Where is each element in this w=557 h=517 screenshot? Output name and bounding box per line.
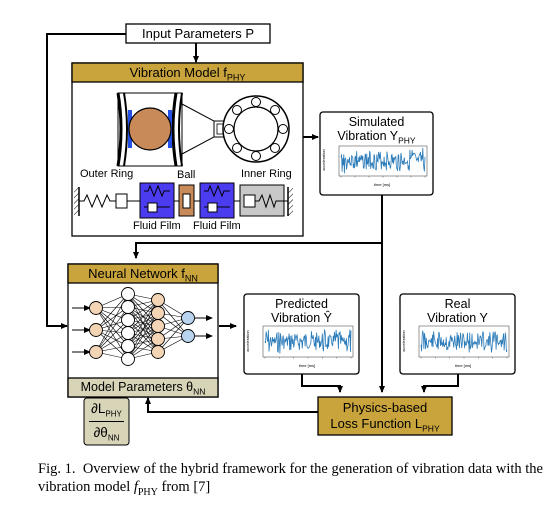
nn-node xyxy=(121,339,135,353)
input-parameters-box xyxy=(125,23,271,44)
bearing-illustration xyxy=(116,92,290,167)
real-to-loss-arrow xyxy=(421,374,459,393)
predicted-plot-ylabel: acceleration xyxy=(244,330,250,352)
loss-to-params-arrow xyxy=(145,397,318,413)
nn-node xyxy=(181,329,195,343)
caption-text: Overview of the hybrid framework for the… xyxy=(38,461,543,495)
framework-diagram xyxy=(46,23,516,446)
nn-node xyxy=(89,323,103,337)
fluid-film-left-label: Fluid Film xyxy=(133,220,181,232)
predicted-to-loss-arrow xyxy=(301,374,343,393)
nn-node xyxy=(151,332,165,346)
vibration-signal-line xyxy=(264,329,352,354)
neural-network-title: Neural Network fNN xyxy=(88,266,198,284)
caption-f-sub: PHY xyxy=(137,486,158,498)
input-parameters-label: Input Parameters P xyxy=(142,26,254,41)
predicted-line2: Vibration Ŷ xyxy=(271,311,332,325)
fluid-film-right-label: Fluid Film xyxy=(193,220,241,232)
connectors xyxy=(46,33,459,413)
real-line1: Real xyxy=(444,297,471,311)
nn-node xyxy=(121,313,135,327)
nn-node xyxy=(121,300,135,314)
nn-node xyxy=(151,306,165,320)
predicted-line1: Predicted xyxy=(275,297,328,311)
model-parameters-label: Model Parameters θNN xyxy=(80,380,206,397)
nn-node xyxy=(151,293,165,307)
gradient-numerator: ∂LPHY xyxy=(91,401,122,419)
ball-illustration xyxy=(128,107,172,151)
real-plot-ylabel: acceleration xyxy=(400,330,406,352)
gradient-denominator-sub: NN xyxy=(107,433,120,443)
real-line2: Vibration Y xyxy=(427,311,488,325)
gradient-fraction-bar xyxy=(89,421,124,422)
loss-line1: Physics-based xyxy=(342,400,428,415)
spring-damper-model xyxy=(74,182,293,219)
loss-line2-sub: PHY xyxy=(422,423,440,434)
simulated-line2: Vibration YPHY xyxy=(337,129,416,146)
real-vibration-plot xyxy=(418,325,510,359)
branch-to-nn-arrow xyxy=(133,242,382,259)
plot-frame xyxy=(262,325,354,358)
figure-caption: Fig. 1. Overview of the hybrid framework… xyxy=(38,460,543,502)
vibration-model-header xyxy=(71,62,304,83)
simulated-plot-ylabel: acceleration xyxy=(320,149,326,171)
gradient-denominator: ∂θNN xyxy=(93,425,120,443)
simulated-line1: Simulated xyxy=(348,115,405,129)
caption-tail: from [7] xyxy=(161,479,211,495)
nn-node xyxy=(181,311,195,325)
ball-label: Ball xyxy=(177,169,196,181)
vibration-signal-line xyxy=(420,330,508,353)
neural-network-header xyxy=(67,263,219,284)
neural-network-graph xyxy=(72,287,213,366)
nn-node xyxy=(151,345,165,359)
simulated-vibration-plot xyxy=(338,145,428,178)
loss-function-box xyxy=(317,396,453,436)
nn-node xyxy=(89,345,103,359)
inner-ring-label: Inner Ring xyxy=(241,168,292,180)
model-parameters-sub: NN xyxy=(193,386,206,397)
caption-lead: Fig. 1. xyxy=(38,461,76,477)
nn-node xyxy=(121,326,135,340)
vibration-signal-line xyxy=(340,147,426,174)
nn-node xyxy=(121,287,135,301)
predicted-plot-xlabel: time [ms] xyxy=(299,363,316,368)
real-plot-xlabel: time [ms] xyxy=(455,363,472,368)
nn-node xyxy=(121,352,135,366)
loss-line2: Loss Function LPHY xyxy=(330,416,440,434)
nn-node xyxy=(89,301,103,315)
model-parameters-footer xyxy=(67,377,219,398)
vibration-model-title: Vibration Model fPHY xyxy=(129,65,246,83)
simulated-line2-sub: PHY xyxy=(398,135,416,146)
outer-ring-label: Outer Ring xyxy=(80,168,134,180)
caption-f: f xyxy=(133,479,138,495)
predicted-vibration-plot xyxy=(262,325,354,359)
plot-frame xyxy=(338,145,428,177)
gradient-numerator-sub: PHY xyxy=(105,409,122,419)
neural-network-title-sub: NN xyxy=(184,273,198,284)
nn-node xyxy=(151,319,165,333)
vibration-model-title-sub: PHY xyxy=(226,72,246,83)
simulated-plot-xlabel: time [ms] xyxy=(374,182,391,187)
input-to-nn-arrow xyxy=(46,33,126,329)
